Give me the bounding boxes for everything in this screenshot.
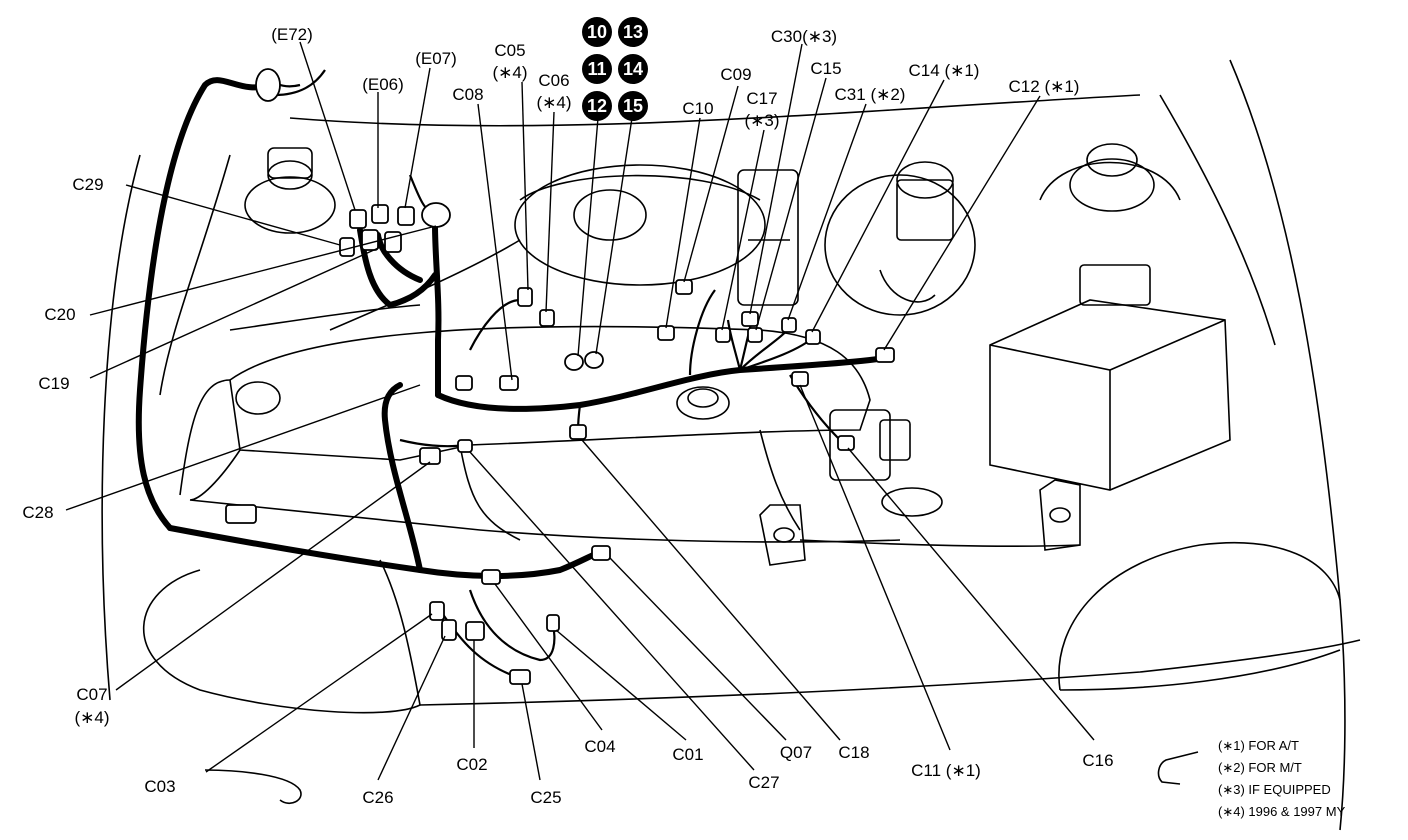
label-c26: C26 bbox=[362, 788, 393, 807]
label-e07: (E07) bbox=[415, 49, 457, 68]
label-e72: (E72) bbox=[271, 25, 313, 44]
label-c28: C28 bbox=[22, 503, 53, 522]
label-e06: (E06) bbox=[362, 75, 404, 94]
label-c05-note: (∗4) bbox=[492, 63, 527, 82]
legend-note-1: (∗1) FOR A/T bbox=[1218, 738, 1299, 753]
label-c29: C29 bbox=[72, 175, 103, 194]
label-c27: C27 bbox=[748, 773, 779, 792]
label-c14: C14 (∗1) bbox=[909, 61, 980, 80]
label-c20: C20 bbox=[44, 305, 75, 324]
legend-bracket bbox=[1157, 751, 1199, 785]
label-c02: C02 bbox=[456, 755, 487, 774]
connectors bbox=[225, 68, 895, 685]
label-c04: C04 bbox=[584, 737, 615, 756]
label-c12: C12 (∗1) bbox=[1009, 77, 1080, 96]
label-c18: C18 bbox=[838, 743, 869, 762]
label-c15: C15 bbox=[810, 59, 841, 78]
label-c01: C01 bbox=[672, 745, 703, 764]
label-c03: C03 bbox=[144, 777, 175, 796]
label-q07: Q07 bbox=[780, 743, 812, 762]
label-c17: C17 bbox=[746, 89, 777, 108]
label-c31: C31 (∗2) bbox=[835, 85, 906, 104]
label-c17-note: (∗3) bbox=[744, 111, 779, 130]
ground-point-12: 12 bbox=[587, 96, 607, 116]
label-c16: C16 bbox=[1082, 751, 1113, 770]
label-c10: C10 bbox=[682, 99, 713, 118]
label-c07-note: (∗4) bbox=[74, 708, 109, 727]
label-c19: C19 bbox=[38, 374, 69, 393]
label-c11: C11 (∗1) bbox=[911, 761, 981, 780]
ground-point-15: 15 bbox=[623, 96, 643, 116]
ground-point-10: 10 bbox=[587, 22, 607, 42]
label-c25: C25 bbox=[530, 788, 561, 807]
legend-note-4: (∗4) 1996 & 1997 MY bbox=[1218, 804, 1346, 819]
legend-note-2: (∗2) FOR M/T bbox=[1218, 760, 1302, 775]
legend-note-3: (∗3) IF EQUIPPED bbox=[1218, 782, 1331, 797]
ground-point-11: 11 bbox=[587, 59, 606, 79]
leader-lines bbox=[65, 41, 1095, 781]
label-c06: C06 bbox=[538, 71, 569, 90]
label-c06-note: (∗4) bbox=[536, 93, 571, 112]
label-c07: C07 bbox=[76, 685, 107, 704]
vehicle-outline bbox=[101, 59, 1361, 831]
label-c08: C08 bbox=[452, 85, 483, 104]
legend: (∗1) FOR A/T (∗2) FOR M/T (∗3) IF EQUIPP… bbox=[1157, 738, 1346, 819]
label-c30: C30(∗3) bbox=[771, 27, 837, 46]
connector-labels: (E72) (E06) (E07) C05 (∗4) C06 (∗4) C08 … bbox=[22, 25, 1113, 807]
ground-point-13: 13 bbox=[623, 22, 643, 42]
ground-point-14: 14 bbox=[623, 59, 643, 79]
ground-points: 10 13 11 14 12 15 bbox=[582, 17, 648, 121]
label-c09: C09 bbox=[720, 65, 751, 84]
label-c05: C05 bbox=[494, 41, 525, 60]
